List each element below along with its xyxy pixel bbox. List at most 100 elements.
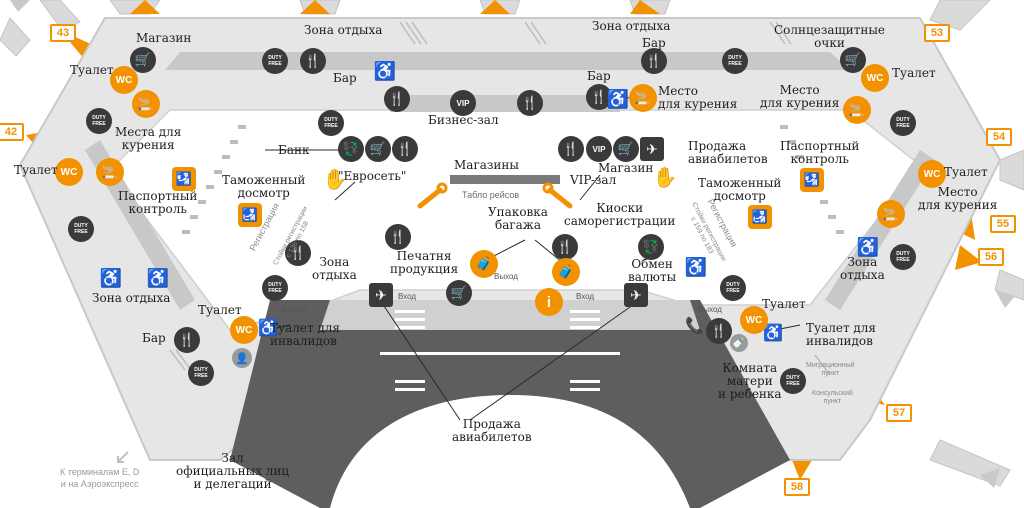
label-business-lounge: Бизнес-зал: [428, 113, 499, 127]
bar-icon: 🍴: [706, 318, 732, 344]
duty-free-icon: DUTY FREE: [890, 110, 916, 136]
label-printed: Печатня продукция: [390, 249, 459, 276]
smoking-icon: 🚬: [877, 200, 905, 228]
label-toilet-bottom-left: Туалет: [198, 303, 242, 317]
label-rest-top-right: Зона отдыха: [592, 19, 671, 33]
duty-free-icon: DUTY FREE: [720, 275, 746, 301]
shop-cart-icon: 🛒: [613, 136, 639, 162]
wc-icon: WC: [918, 160, 946, 188]
label-smoking-right-center: Место для курения: [658, 84, 738, 111]
label-bar-top-right: Бар: [642, 36, 666, 50]
apron-road: [330, 395, 690, 508]
label-exchange: Обмен валюты: [628, 257, 677, 284]
gate-55: 55: [990, 215, 1016, 233]
leader-lines: [265, 94, 801, 421]
shop-cart-icon: 🛒: [130, 47, 156, 73]
shop-cart-icon: 🛒: [446, 280, 472, 306]
bar-icon: 🍴: [517, 90, 543, 116]
label-sunglasses: Солнцезащитные очки: [774, 23, 885, 50]
gate-53: 53: [924, 24, 950, 42]
bank-icon: 💱: [338, 136, 364, 162]
label-entrance-right: Вход: [576, 292, 595, 301]
bar-icon: 🍴: [586, 84, 612, 110]
duty-free-icon: DUTY FREE: [86, 108, 112, 134]
bar-icon: 🍴: [300, 48, 326, 74]
label-bar-top-center: Бар: [333, 71, 357, 85]
label-customs-left: Таможенный досмотр: [222, 173, 306, 200]
label-smoking-right-far: Место для курения: [760, 83, 840, 110]
wc-icon: WC: [55, 158, 83, 186]
wheelchair-icon: ♿: [856, 236, 880, 257]
label-ticket-sales-top: Продажа авиабилетов: [688, 139, 768, 166]
gate-57: 57: [886, 404, 912, 422]
label-rest-right: Зона отдыха: [840, 255, 885, 282]
label-toilet-disabled-right: Туалет для инвалидов: [806, 321, 876, 348]
ticket-sales-icon: ✈: [640, 137, 664, 161]
shop-cart-icon: 🛒: [365, 136, 391, 162]
bar-icon: 🍴: [174, 327, 200, 353]
label-toilet-right-mid: Туалет: [944, 165, 988, 179]
label-smoking-left: Места для курения: [115, 125, 182, 152]
duty-free-icon: DUTY FREE: [890, 244, 916, 270]
label-to-terminals: К терминалам E, D и на Аэроэкспресс: [60, 467, 140, 489]
smoking-icon: 🚬: [843, 96, 871, 124]
hand-icon: ✋: [322, 168, 348, 191]
label-shops-center: Магазины: [454, 158, 519, 172]
gate-54: 54: [986, 128, 1012, 146]
label-passport-left: Паспортный контроль: [118, 189, 198, 216]
gate-arrows: [10, 0, 1015, 488]
label-entrance-left: Вход: [398, 292, 417, 301]
label-exit-left: Выход: [282, 305, 306, 314]
gate-56: 56: [978, 248, 1004, 266]
bar-icon: 🍴: [385, 224, 411, 250]
vip-icon: VIP: [586, 136, 612, 162]
label-kiosks: Киоски саморегистрации: [564, 201, 676, 228]
duty-free-icon: DUTY FREE: [188, 360, 214, 386]
label-ticket-sales-bottom: Продажа авиабилетов: [452, 417, 532, 444]
info-icon: i: [535, 288, 563, 316]
label-exit-center: Выход: [494, 272, 518, 281]
hand-icon: ✋: [652, 166, 678, 189]
bar-icon: 🍴: [558, 136, 584, 162]
wc-icon: WC: [740, 306, 768, 334]
label-passport-right: Паспортный контроль: [780, 139, 860, 166]
wheelchair-icon: ♿: [606, 88, 630, 109]
officials-icon: 👤: [232, 348, 252, 368]
duty-free-icon: DUTY FREE: [780, 368, 806, 394]
smoking-icon: 🚬: [132, 90, 160, 118]
duty-free-icon: DUTY FREE: [318, 110, 344, 136]
flight-board-icons: [417, 182, 573, 209]
luggage-wrap-icon: 🧳: [552, 258, 580, 286]
label-rest-top: Зона отдыха: [304, 23, 383, 37]
label-toilet-bottom-right: Туалет: [762, 297, 806, 311]
gallery-bars: [85, 52, 935, 310]
vip-icon: VIP: [450, 90, 476, 116]
wheelchair-icon: ♿: [99, 267, 123, 288]
duty-free-icon: DUTY FREE: [262, 48, 288, 74]
label-mother-child: Комната матери и ребенка: [718, 361, 782, 401]
label-vip-lounge: VIP-зал: [570, 173, 617, 187]
bar-icon: 🍴: [384, 86, 410, 112]
label-exit-right: Выход: [698, 305, 722, 314]
duty-free-icon: DUTY FREE: [722, 48, 748, 74]
bar-icon: 🍴: [641, 48, 667, 74]
smoking-icon: 🚬: [629, 84, 657, 112]
label-toilet-left-mid: Туалет: [14, 163, 58, 177]
wheelchair-icon: ♿: [763, 325, 783, 342]
passport-control-icon: 🛂: [800, 168, 824, 192]
bar-icon: 🍴: [285, 240, 311, 266]
wheelchair-icon: ♿: [258, 320, 278, 337]
bar-icon: 🍴: [552, 234, 578, 260]
wc-icon: WC: [861, 64, 889, 92]
wc-icon: WC: [110, 66, 138, 94]
customs-icon: 🛃: [238, 203, 262, 227]
crosswalks: [380, 310, 620, 391]
label-shop-top-left: Магазин: [136, 31, 192, 45]
label-bank: Банк: [278, 143, 310, 157]
label-toilet-disabled-left: Туалет для инвалидов: [270, 321, 340, 348]
ticket-sales-icon: ✈: [624, 283, 648, 307]
bar-icon: 🍴: [392, 136, 418, 162]
wc-icon: WC: [230, 316, 258, 344]
label-customs-right: Таможенный досмотр: [698, 176, 782, 203]
